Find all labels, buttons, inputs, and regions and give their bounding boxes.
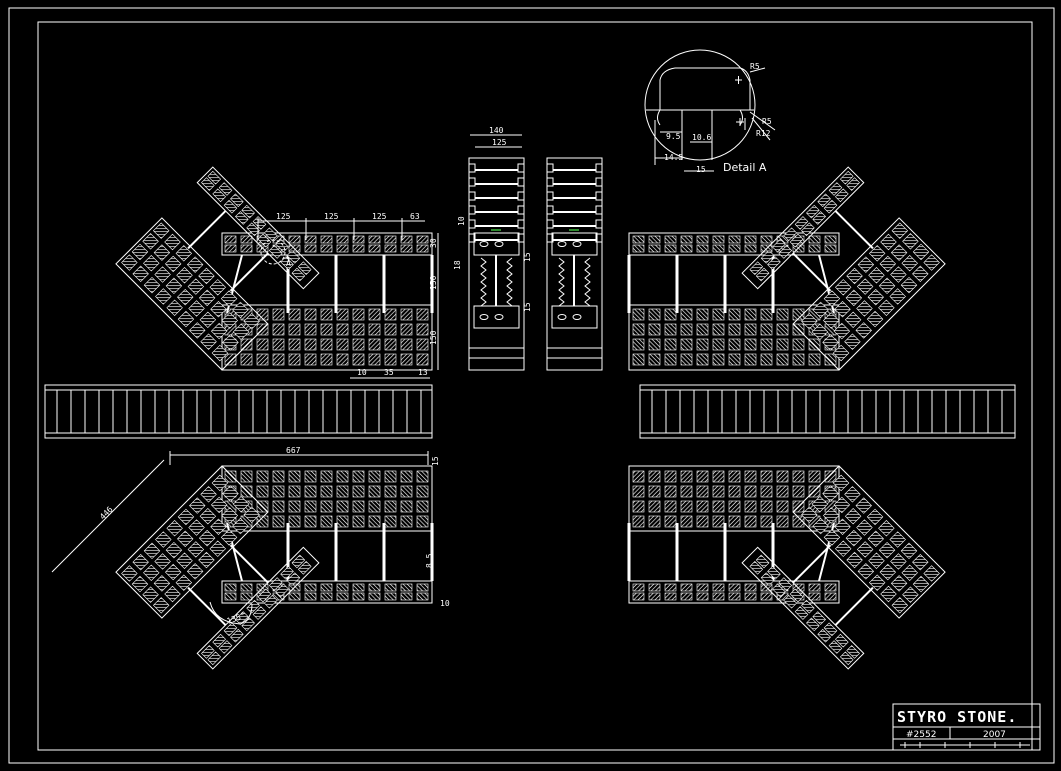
dim-elev-15a: 15 bbox=[523, 252, 532, 262]
side-plate bbox=[639, 384, 1016, 439]
plan-section bbox=[627, 166, 946, 371]
plan-views bbox=[115, 166, 946, 670]
dim-elev-10: 10 bbox=[457, 216, 466, 226]
dim-gap: 150 bbox=[429, 275, 438, 290]
dim-35: 35 bbox=[384, 368, 394, 377]
title-block: STYRO STONE. #2552 2007 bbox=[892, 703, 1041, 751]
detail-dim-r-top: R5 bbox=[750, 62, 760, 71]
dim-15: 15 bbox=[431, 456, 440, 466]
elevation-views bbox=[468, 157, 603, 371]
plan-section bbox=[115, 166, 434, 371]
dim-block: 150 bbox=[429, 330, 438, 345]
detail-dim-3: 14.5 bbox=[664, 153, 683, 162]
plan-section bbox=[627, 465, 946, 670]
plan-section bbox=[115, 465, 434, 670]
elevation-dimensions: 140 125 10 18 15 15 bbox=[453, 126, 532, 312]
detail-label: Detail A bbox=[723, 161, 767, 174]
elevation-view bbox=[546, 157, 603, 371]
elevation-view bbox=[468, 157, 525, 371]
dim-125-2: 125 bbox=[324, 212, 339, 221]
plan-top-dimensions: 125 125 125 63 30 150 150 10 35 13 A bbox=[257, 212, 439, 379]
dim-elev-18: 18 bbox=[453, 260, 462, 270]
drawing-year: 2007 bbox=[983, 730, 1006, 740]
dim-10-bottom: 10 bbox=[440, 599, 450, 608]
detail-dim-r-side2: R12 bbox=[756, 129, 771, 138]
detail-dim-1: 9.5 bbox=[666, 132, 681, 141]
dim-125-3: 125 bbox=[372, 212, 387, 221]
dim-10: 10 bbox=[357, 368, 367, 377]
dim-125-1: 125 bbox=[276, 212, 291, 221]
detail-a: R5 R5 R12 9.5 10.6 14.5 15 Detail A bbox=[644, 49, 776, 174]
dim-140: 140 bbox=[489, 126, 504, 135]
dim-125-elev: 125 bbox=[492, 138, 507, 147]
dim-8-5: 8.5 bbox=[425, 553, 434, 568]
brand-logo: STYRO STONE. bbox=[897, 708, 1017, 726]
detail-dim-r-side: R5 bbox=[762, 117, 772, 126]
dim-667: 667 bbox=[286, 446, 301, 455]
detail-dim-4: 15 bbox=[696, 165, 706, 174]
detail-dim-2: 10.6 bbox=[692, 133, 711, 142]
sheet-inner-border bbox=[37, 21, 1033, 751]
drawing-number: #2552 bbox=[906, 730, 936, 740]
side-plate bbox=[44, 384, 433, 439]
dim-63: 63 bbox=[410, 212, 420, 221]
side-plates bbox=[44, 384, 1016, 439]
sheet-outer-border bbox=[8, 7, 1055, 764]
dim-446: 446 bbox=[98, 505, 115, 522]
dim-rail: 30 bbox=[429, 238, 438, 248]
dim-elev-15b: 15 bbox=[523, 302, 532, 312]
detail-marker: A bbox=[286, 259, 291, 268]
dim-13: 13 bbox=[418, 368, 428, 377]
